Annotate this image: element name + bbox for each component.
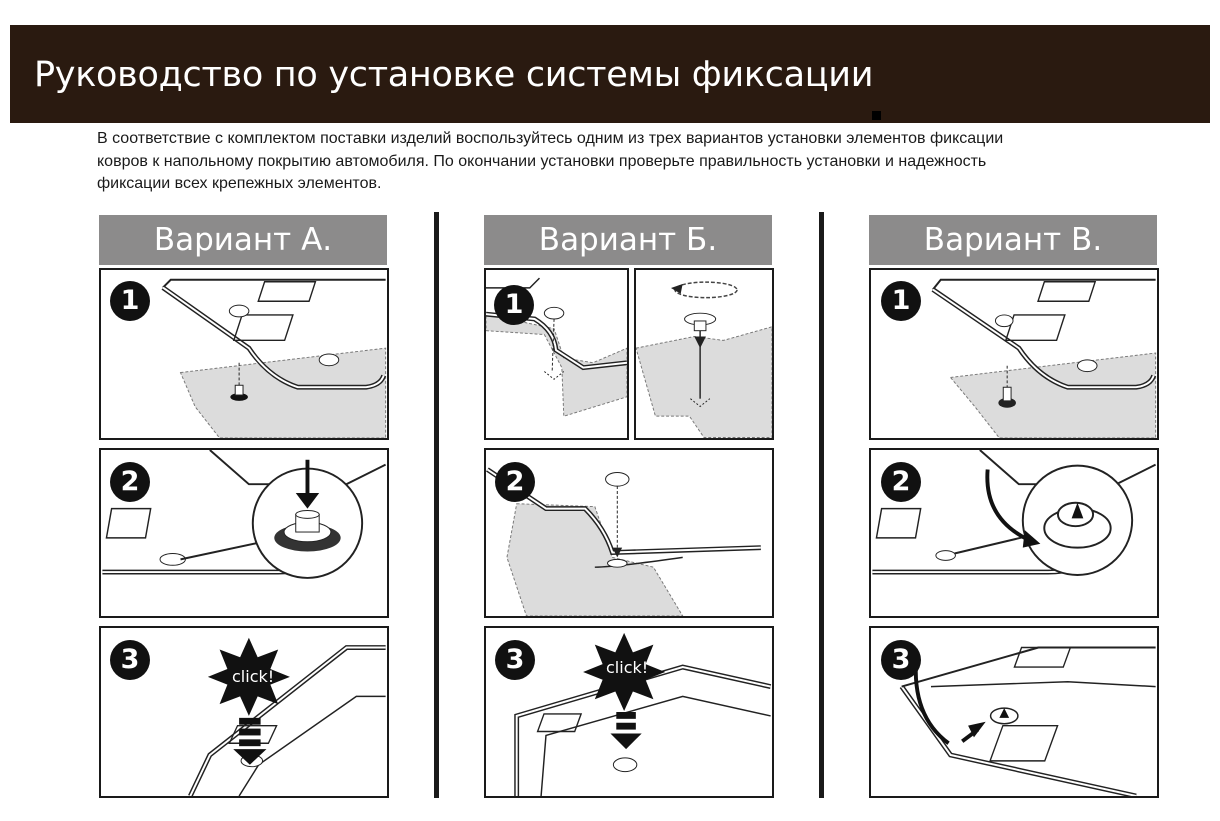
page-title: Руководство по установке системы фиксаци… <box>34 55 874 95</box>
intro-line-3: фиксации всех крепежных элементов. <box>97 175 382 192</box>
carpet-mat-illustration <box>899 646 1156 796</box>
step-badge: 1 <box>881 281 921 321</box>
carpet-mat-illustration <box>486 277 627 417</box>
carpet-mat-illustration <box>872 450 1157 576</box>
step-badge: 1 <box>494 285 534 325</box>
click-label: click! <box>606 658 649 677</box>
carpet-mat-illustration <box>188 637 386 796</box>
variant-b-step-1-panel-right <box>634 268 774 440</box>
variant-b-column: Вариант Б. <box>484 215 772 265</box>
step-badge: 2 <box>110 462 150 502</box>
variant-c-column: Вариант В. <box>869 215 1157 265</box>
variant-a-step-2-panel <box>99 448 389 618</box>
variant-c-header: Вариант В. <box>869 215 1157 265</box>
intro-line-2: ковров к напольному покрытию автомобиля.… <box>97 152 987 170</box>
carpet-mat-illustration <box>931 278 1157 438</box>
column-divider-2 <box>819 212 824 798</box>
step-badge: 1 <box>110 281 150 321</box>
title-bar: Руководство по установке системы фиксаци… <box>10 25 1210 123</box>
step-badge: 3 <box>110 640 150 680</box>
variant-b-header: Вариант Б. <box>484 215 772 265</box>
click-label: click! <box>232 667 275 686</box>
carpet-mat-illustration <box>161 278 387 438</box>
intro-line-1: В соответствие с комплектом поставки изд… <box>97 130 1004 147</box>
variant-c-step-3-panel <box>869 626 1159 798</box>
carpet-mat-illustration <box>514 632 772 796</box>
variant-c-step-1-panel <box>869 268 1159 440</box>
step-badge: 3 <box>495 640 535 680</box>
title-mark <box>872 111 881 120</box>
intro-text: В соответствие с комплектом поставки изд… <box>97 128 1187 196</box>
variant-a-column: Вариант А. <box>99 215 387 265</box>
carpet-mat-illustration <box>636 281 772 438</box>
carpet-mat-illustration <box>102 450 387 579</box>
variant-b-step-1-panel-left <box>484 268 629 440</box>
column-divider-1 <box>434 212 439 798</box>
step-badge: 2 <box>495 462 535 502</box>
step-badge: 3 <box>881 640 921 680</box>
carpet-mat-illustration <box>486 467 761 616</box>
variant-a-step-1-panel <box>99 268 389 440</box>
variant-a-header: Вариант А. <box>99 215 387 265</box>
step-badge: 2 <box>881 462 921 502</box>
